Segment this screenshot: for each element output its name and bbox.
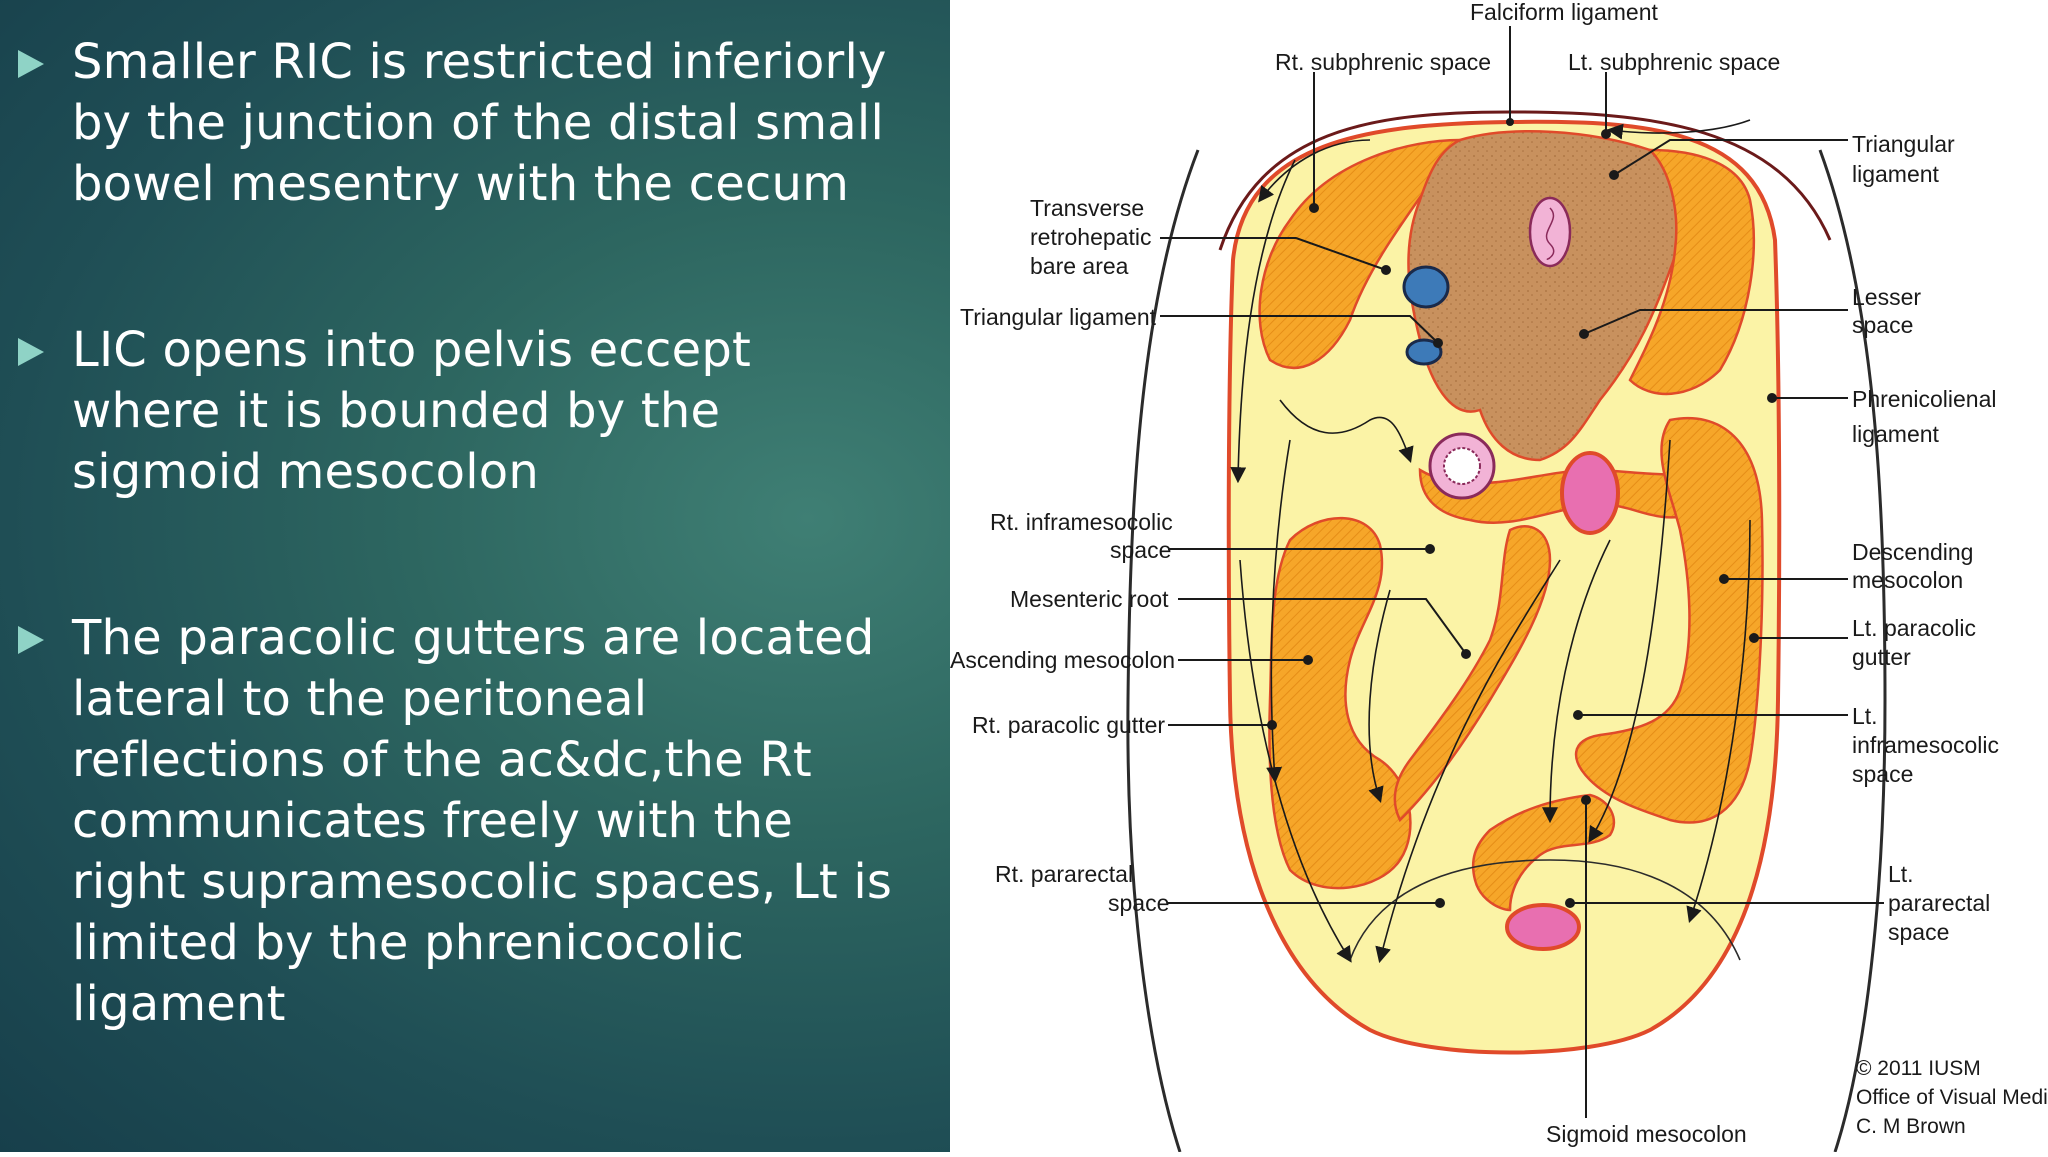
credit-line: © 2011 IUSM xyxy=(1856,1057,1981,1080)
text-panel: Smaller RIC is restricted inferiorly by … xyxy=(0,0,950,1152)
leader-dot xyxy=(1767,393,1777,403)
duodenum-lumen xyxy=(1443,447,1481,485)
right-supramesocolic-mesentery xyxy=(1258,138,1463,370)
leader-dot xyxy=(1506,118,1514,126)
leader-dot xyxy=(1303,655,1313,665)
peritoneal-spaces-diagram: Falciform ligament Rt. subphrenic space … xyxy=(950,0,2048,1153)
label-rt-pararectal-2: space xyxy=(1108,890,1169,916)
body-wall-right xyxy=(1818,149,1887,1153)
leader-dot xyxy=(1267,720,1277,730)
label-lt-inframesocolic-2: inframesocolic xyxy=(1852,732,1999,758)
flow-arrow xyxy=(1686,519,1751,924)
label-lesser-space: Lesser xyxy=(1852,284,1921,310)
label-sigmoid-mesocolon: Sigmoid mesocolon xyxy=(1546,1121,1747,1147)
bullet-text: The paracolic gutters are located latera… xyxy=(72,610,893,1032)
leader-dot xyxy=(1601,129,1611,139)
leader-dot xyxy=(1565,898,1575,908)
flow-arrow xyxy=(1588,439,1671,843)
label-rt-paracolic-gutter: Rt. paracolic gutter xyxy=(972,712,1165,738)
label-falciform-ligament: Falciform ligament xyxy=(1470,0,1658,25)
jejunum xyxy=(1560,451,1620,535)
label-rt-inframesocolic-2: space xyxy=(1110,537,1171,563)
label-transverse-3: bare area xyxy=(1030,253,1129,279)
label-lt-pararectal-2: pararectal xyxy=(1888,890,1990,916)
leader-triangular-right xyxy=(1613,139,1848,176)
leader-dot xyxy=(1719,574,1729,584)
label-descending-mesocolon-2: mesocolon xyxy=(1852,567,1963,593)
leader-dot xyxy=(1579,329,1589,339)
label-lt-pararectal: Lt. xyxy=(1888,861,1914,887)
leader-dot xyxy=(1425,544,1435,554)
label-transverse: Transverse xyxy=(1030,195,1144,221)
label-rt-pararectal: Rt. pararectal xyxy=(995,861,1133,887)
label-descending-mesocolon: Descending xyxy=(1852,539,1973,565)
left-supramesocolic-mesentery xyxy=(1628,148,1755,396)
label-triangular-ligament-right-2: ligament xyxy=(1852,161,1940,187)
leader-dot xyxy=(1461,649,1471,659)
label-triangular-ligament-right: Triangular xyxy=(1852,131,1955,157)
leader-transverse xyxy=(1160,237,1387,271)
bullet-text: Smaller RIC is restricted inferiorly by … xyxy=(72,34,887,212)
label-phrenicolienal: Phrenicolienal xyxy=(1852,386,1996,412)
leader-dot xyxy=(1573,710,1583,720)
leader-triangular-left xyxy=(1160,315,1439,344)
label-lesser-space-2: space xyxy=(1852,312,1913,338)
diagram-panel: Falciform ligament Rt. subphrenic space … xyxy=(950,0,2048,1153)
leader-lesser xyxy=(1583,309,1848,335)
descending-mesocolon xyxy=(1574,416,1764,824)
flow-arrow xyxy=(1258,139,1371,203)
body-wall-left xyxy=(1126,149,1200,1153)
leader-dot xyxy=(1381,265,1391,275)
label-lt-inframesocolic-3: space xyxy=(1852,761,1913,787)
bullet-arrow-icon xyxy=(18,626,44,654)
ivc-vessel xyxy=(1402,265,1450,309)
flow-arrow xyxy=(1279,399,1414,464)
bullet-arrow-icon xyxy=(18,50,44,78)
label-ascending-mesocolon: Ascending mesocolon xyxy=(950,647,1175,673)
label-lt-paracolic-gutter: Lt. paracolic xyxy=(1852,615,1976,641)
flow-arrow xyxy=(1368,589,1391,804)
rectum xyxy=(1505,903,1581,951)
label-rt-inframesocolic: Rt. inframesocolic xyxy=(990,509,1173,535)
flow-arrow xyxy=(1375,559,1561,964)
mesenteric-root-band xyxy=(1393,525,1552,823)
esophagus-lumen xyxy=(1545,207,1555,260)
sigmoid-mesocolon-band xyxy=(1471,793,1616,912)
label-phrenicolienal-2: ligament xyxy=(1852,421,1940,447)
credit-line: Office of Visual Media xyxy=(1856,1086,2048,1109)
leader-dot xyxy=(1609,170,1619,180)
label-lt-pararectal-3: space xyxy=(1888,919,1949,945)
bullet-arrow-icon xyxy=(18,338,44,366)
leader-dot xyxy=(1433,338,1443,348)
label-rt-subphrenic-space: Rt. subphrenic space xyxy=(1275,49,1491,75)
leader-mesenteric-root xyxy=(1178,598,1467,655)
leader-dot xyxy=(1309,203,1319,213)
flow-arrow xyxy=(1542,539,1611,824)
credit-line: C. M Brown xyxy=(1856,1115,1966,1138)
label-lt-subphrenic-space: Lt. subphrenic space xyxy=(1568,49,1780,75)
label-triangular-ligament-left: Triangular ligament xyxy=(960,304,1157,330)
flow-arrow xyxy=(1266,439,1291,784)
portal-vessel xyxy=(1405,338,1443,366)
label-lt-inframesocolic: Lt. xyxy=(1852,703,1878,729)
leader-dot xyxy=(1749,633,1759,643)
esophagus xyxy=(1528,196,1572,268)
label-transverse-2: retrohepatic xyxy=(1030,224,1151,250)
bullet-text: LIC opens into pelvis eccept where it is… xyxy=(72,322,752,500)
flow-arrow xyxy=(1606,119,1751,140)
label-lt-paracolic-gutter-2: gutter xyxy=(1852,644,1911,670)
leader-dot xyxy=(1581,795,1591,805)
leader-dot xyxy=(1435,898,1445,908)
label-mesenteric-root: Mesenteric root xyxy=(1010,586,1169,612)
flow-arrow xyxy=(1239,559,1352,963)
